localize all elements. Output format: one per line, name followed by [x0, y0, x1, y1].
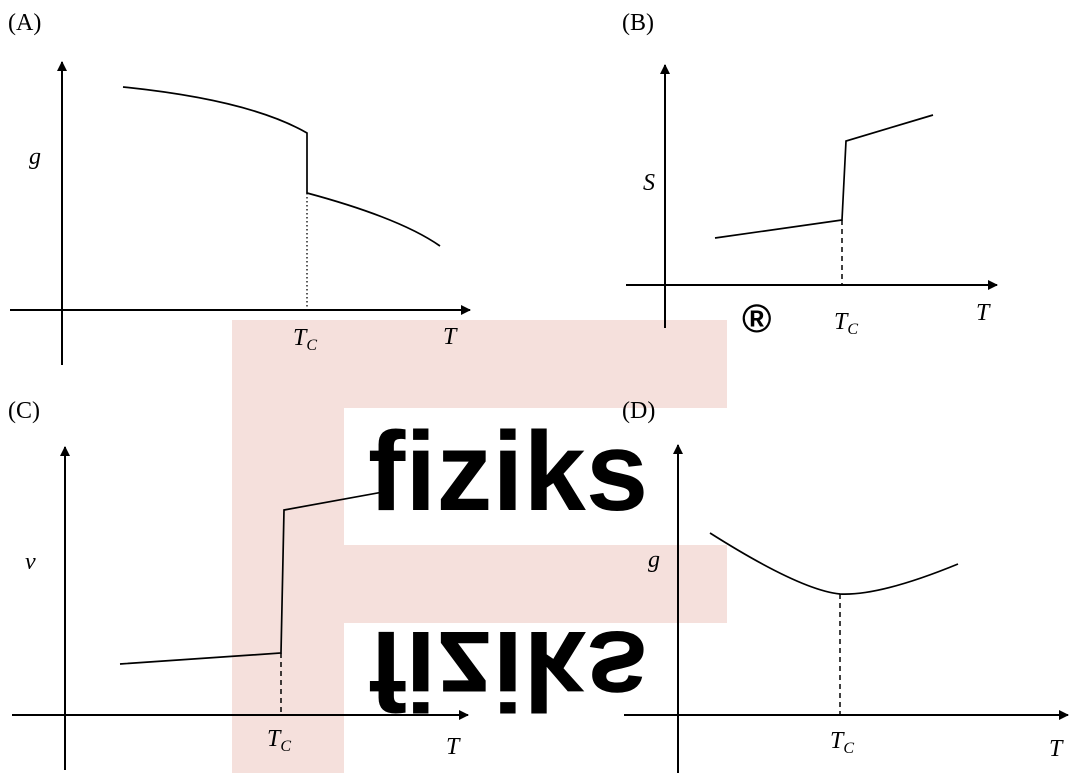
- tc-main-c: T: [267, 726, 282, 752]
- x-axis-label-b: T: [976, 300, 991, 326]
- panel-label-b: (B): [622, 10, 654, 36]
- entropy-curve-b: [714, 114, 934, 239]
- watermark: fiziks fiziks ®: [232, 297, 771, 773]
- y-axis-label-c: v: [25, 549, 36, 575]
- tc-main-b: T: [834, 309, 849, 335]
- tc-sub-d: C: [843, 740, 854, 757]
- tc-main-d: T: [830, 728, 845, 754]
- panel-label-c: (C): [8, 398, 40, 424]
- panel-b: (B) S TC T: [622, 10, 998, 338]
- panel-c: (C) v TC T: [8, 398, 469, 770]
- x-axis-label-a: T: [443, 324, 458, 350]
- tc-label-b: TC: [834, 309, 858, 338]
- tc-sub-c: C: [280, 738, 291, 755]
- gibbs-curve-a: [122, 86, 441, 247]
- tc-main-a: T: [293, 325, 308, 351]
- tc-sub-a: C: [306, 337, 317, 354]
- watermark-frame-middle: [232, 545, 727, 623]
- panel-label-d: (D): [622, 398, 655, 424]
- y-axis-label-b: S: [643, 170, 655, 196]
- watermark-registered-mark: ®: [742, 297, 771, 341]
- tc-label-c: TC: [267, 726, 291, 755]
- watermark-brand-mirrored: fiziks: [368, 608, 648, 733]
- tc-label-d: TC: [830, 728, 854, 757]
- y-axis-label-d: g: [648, 547, 660, 573]
- y-axis-label-a: g: [29, 144, 41, 170]
- watermark-frame-top: [232, 320, 727, 408]
- panel-d: (D) g TC T: [622, 398, 1069, 773]
- volume-curve-c: [119, 491, 384, 665]
- panel-label-a: (A): [8, 10, 41, 36]
- x-axis-label-d: T: [1049, 736, 1064, 762]
- panel-a: (A) g TC T: [8, 10, 471, 365]
- gibbs-curve-d: [709, 532, 959, 595]
- watermark-brand-top: fiziks: [368, 409, 648, 534]
- tc-label-a: TC: [293, 325, 317, 354]
- x-axis-label-c: T: [446, 734, 461, 760]
- tc-sub-b: C: [847, 321, 858, 338]
